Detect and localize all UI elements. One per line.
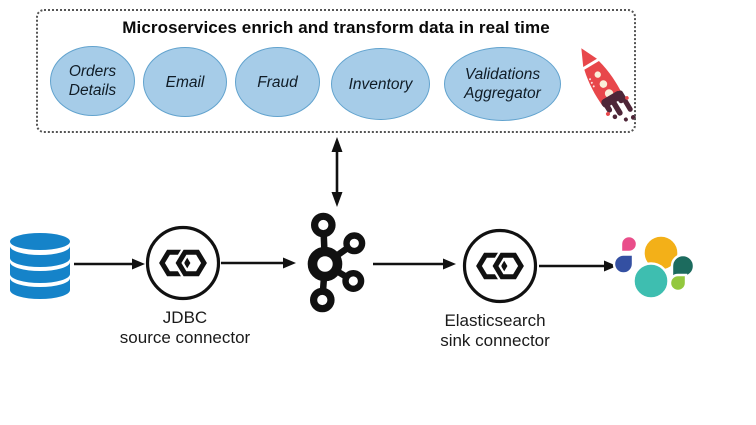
service-node-inventory: Inventory <box>331 48 430 120</box>
microservices-box: Microservices enrich and transform data … <box>36 9 636 133</box>
connector-role: source connector <box>119 328 251 347</box>
service-node-orders-details: Orders Details <box>50 46 135 116</box>
elasticsearch-sink-connector-icon <box>462 228 538 304</box>
kafka-icon <box>307 212 366 313</box>
service-label: Details <box>68 82 117 99</box>
service-label: Validations <box>464 66 541 83</box>
service-label: Aggregator <box>464 85 541 102</box>
database-icon <box>10 233 70 299</box>
jdbc-connector-label: JDBC source connector <box>95 308 275 348</box>
right-arrow-icon <box>539 260 617 272</box>
service-node-email: Email <box>143 47 227 117</box>
connector-name: JDBC <box>162 308 208 327</box>
right-arrow-icon <box>373 258 456 270</box>
connector-name: Elasticsearch <box>444 311 546 330</box>
service-label: Email <box>165 73 205 91</box>
connector-role: sink connector <box>440 331 550 350</box>
rocket-icon <box>581 48 636 122</box>
elasticsearch-icon <box>612 234 696 300</box>
service-label: Fraud <box>257 73 298 91</box>
rocket-side-markings <box>589 78 595 88</box>
microservices-box-title: Microservices enrich and transform data … <box>122 18 550 37</box>
service-node-fraud: Fraud <box>235 47 320 117</box>
service-label: Inventory <box>348 75 413 93</box>
service-label: Orders <box>68 63 117 80</box>
bidirectional-arrow-icon <box>331 137 343 207</box>
jdbc-source-connector-icon <box>145 225 221 301</box>
elasticsearch-connector-label: Elasticsearch sink connector <box>405 311 585 351</box>
rocket-exhaust <box>601 90 636 122</box>
service-node-validations-aggregator: Validations Aggregator <box>444 47 561 121</box>
right-arrow-icon <box>221 257 296 269</box>
right-arrow-icon <box>74 258 145 270</box>
